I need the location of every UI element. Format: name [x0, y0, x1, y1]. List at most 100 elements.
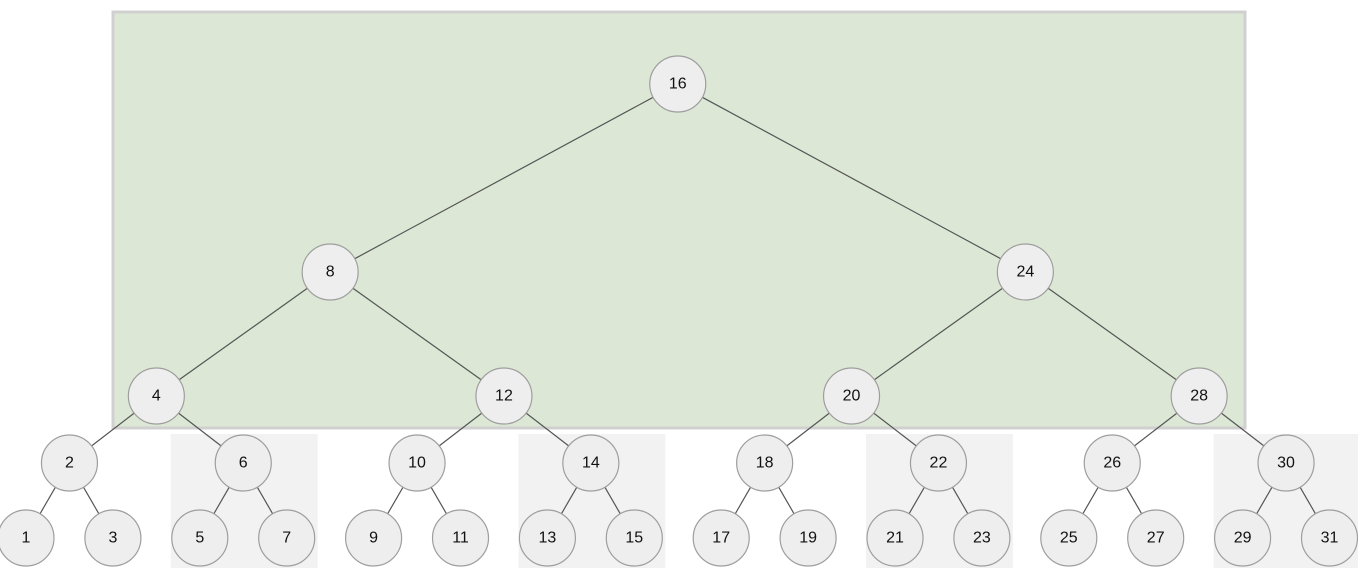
node-label: 6	[239, 455, 248, 472]
node-circle	[388, 434, 446, 492]
node-label: 20	[843, 388, 861, 405]
edge-28-30	[1220, 412, 1265, 447]
tree-node-10: 10	[388, 434, 446, 492]
edge-18-17	[734, 486, 752, 515]
node-label: 7	[282, 530, 291, 547]
node-circle	[779, 509, 837, 567]
node-circle	[258, 509, 316, 567]
node-label: 1	[22, 530, 31, 547]
tree-node-14: 14	[562, 434, 620, 492]
tree-node-22: 22	[909, 434, 968, 492]
tree-node-27: 27	[1127, 509, 1185, 567]
node-circle	[1257, 434, 1315, 492]
edge-20-22	[873, 412, 917, 447]
node-circle	[866, 509, 924, 567]
edge-24-28	[1047, 287, 1177, 381]
edge-12-14	[525, 412, 570, 447]
node-label: 9	[369, 530, 378, 547]
node-label: 4	[152, 388, 161, 405]
edge-24-20	[873, 287, 1003, 381]
node-label: 19	[799, 530, 817, 547]
node-label: 18	[756, 455, 774, 472]
edge-30-31	[1299, 486, 1316, 515]
node-label: 13	[539, 530, 557, 547]
node-label: 30	[1277, 455, 1295, 472]
edge-8-4	[178, 287, 308, 381]
edge-10-11	[430, 486, 447, 515]
tree-node-26: 26	[1083, 434, 1141, 492]
node-label: 3	[108, 530, 117, 547]
node-label: 28	[1190, 388, 1208, 405]
tree-node-20: 20	[822, 367, 881, 425]
node-label: 5	[195, 530, 204, 547]
tree-node-12: 12	[475, 367, 533, 425]
node-label: 15	[625, 530, 643, 547]
edge-10-9	[387, 486, 404, 515]
node-label: 10	[408, 455, 426, 472]
node-circle	[953, 509, 1011, 567]
tree-node-16: 16	[649, 55, 707, 113]
edge-8-12	[352, 287, 482, 381]
edge-2-1	[39, 486, 56, 515]
node-label: 2	[65, 455, 74, 472]
node-label: 29	[1234, 530, 1252, 547]
edge-18-19	[778, 486, 795, 515]
node-label: 11	[452, 530, 469, 547]
tree-node-21: 21	[866, 509, 924, 567]
node-label: 27	[1147, 530, 1165, 547]
edge-22-23	[951, 486, 969, 515]
node-circle	[171, 509, 229, 567]
edge-22-21	[908, 486, 925, 515]
tree-node-6: 6	[214, 434, 272, 492]
node-label: 24	[1016, 264, 1034, 281]
tree-node-30: 30	[1257, 434, 1315, 492]
edge-26-27	[1125, 486, 1143, 515]
node-circle	[1170, 367, 1228, 425]
tree-edges	[39, 96, 1316, 515]
node-circle	[1040, 509, 1098, 567]
node-circle	[649, 55, 707, 113]
edge-28-26	[1134, 412, 1178, 447]
edge-2-3	[82, 486, 100, 515]
node-circle	[40, 434, 99, 492]
node-circle	[475, 367, 533, 425]
tree-node-8: 8	[301, 243, 359, 301]
tree-node-29: 29	[1213, 509, 1272, 567]
node-label: 22	[930, 455, 948, 472]
edge-6-7	[256, 486, 274, 515]
node-label: 23	[973, 530, 991, 547]
node-circle	[605, 509, 663, 567]
node-label: 16	[669, 76, 687, 93]
node-circle	[562, 434, 620, 492]
tree-node-18: 18	[736, 434, 794, 492]
node-label: 31	[1321, 530, 1339, 547]
node-label: 12	[495, 388, 513, 405]
node-circle	[692, 509, 750, 567]
tree-node-25: 25	[1040, 509, 1098, 567]
node-label: 14	[582, 455, 600, 472]
tree-node-23: 23	[953, 509, 1011, 567]
node-label: 8	[326, 264, 335, 281]
tree-node-4: 4	[127, 367, 185, 425]
tree-node-11: 11	[431, 509, 490, 567]
node-circle	[518, 509, 577, 567]
tree-node-9: 9	[345, 509, 403, 567]
tree-node-5: 5	[171, 509, 229, 567]
edge-4-2	[91, 412, 135, 447]
node-label: 25	[1060, 530, 1078, 547]
edge-12-10	[438, 412, 483, 447]
tree-node-7: 7	[258, 509, 316, 567]
node-circle	[822, 367, 881, 425]
node-circle	[84, 509, 142, 567]
tree-node-13: 13	[518, 509, 577, 567]
tree-node-31: 31	[1300, 509, 1358, 567]
node-circle	[127, 367, 185, 425]
node-circle	[996, 243, 1054, 301]
node-circle	[1083, 434, 1141, 492]
tree-node-19: 19	[779, 509, 837, 567]
node-circle	[1127, 509, 1185, 567]
node-circle	[345, 509, 403, 567]
edge-14-13	[560, 486, 578, 515]
edge-4-6	[178, 412, 222, 447]
